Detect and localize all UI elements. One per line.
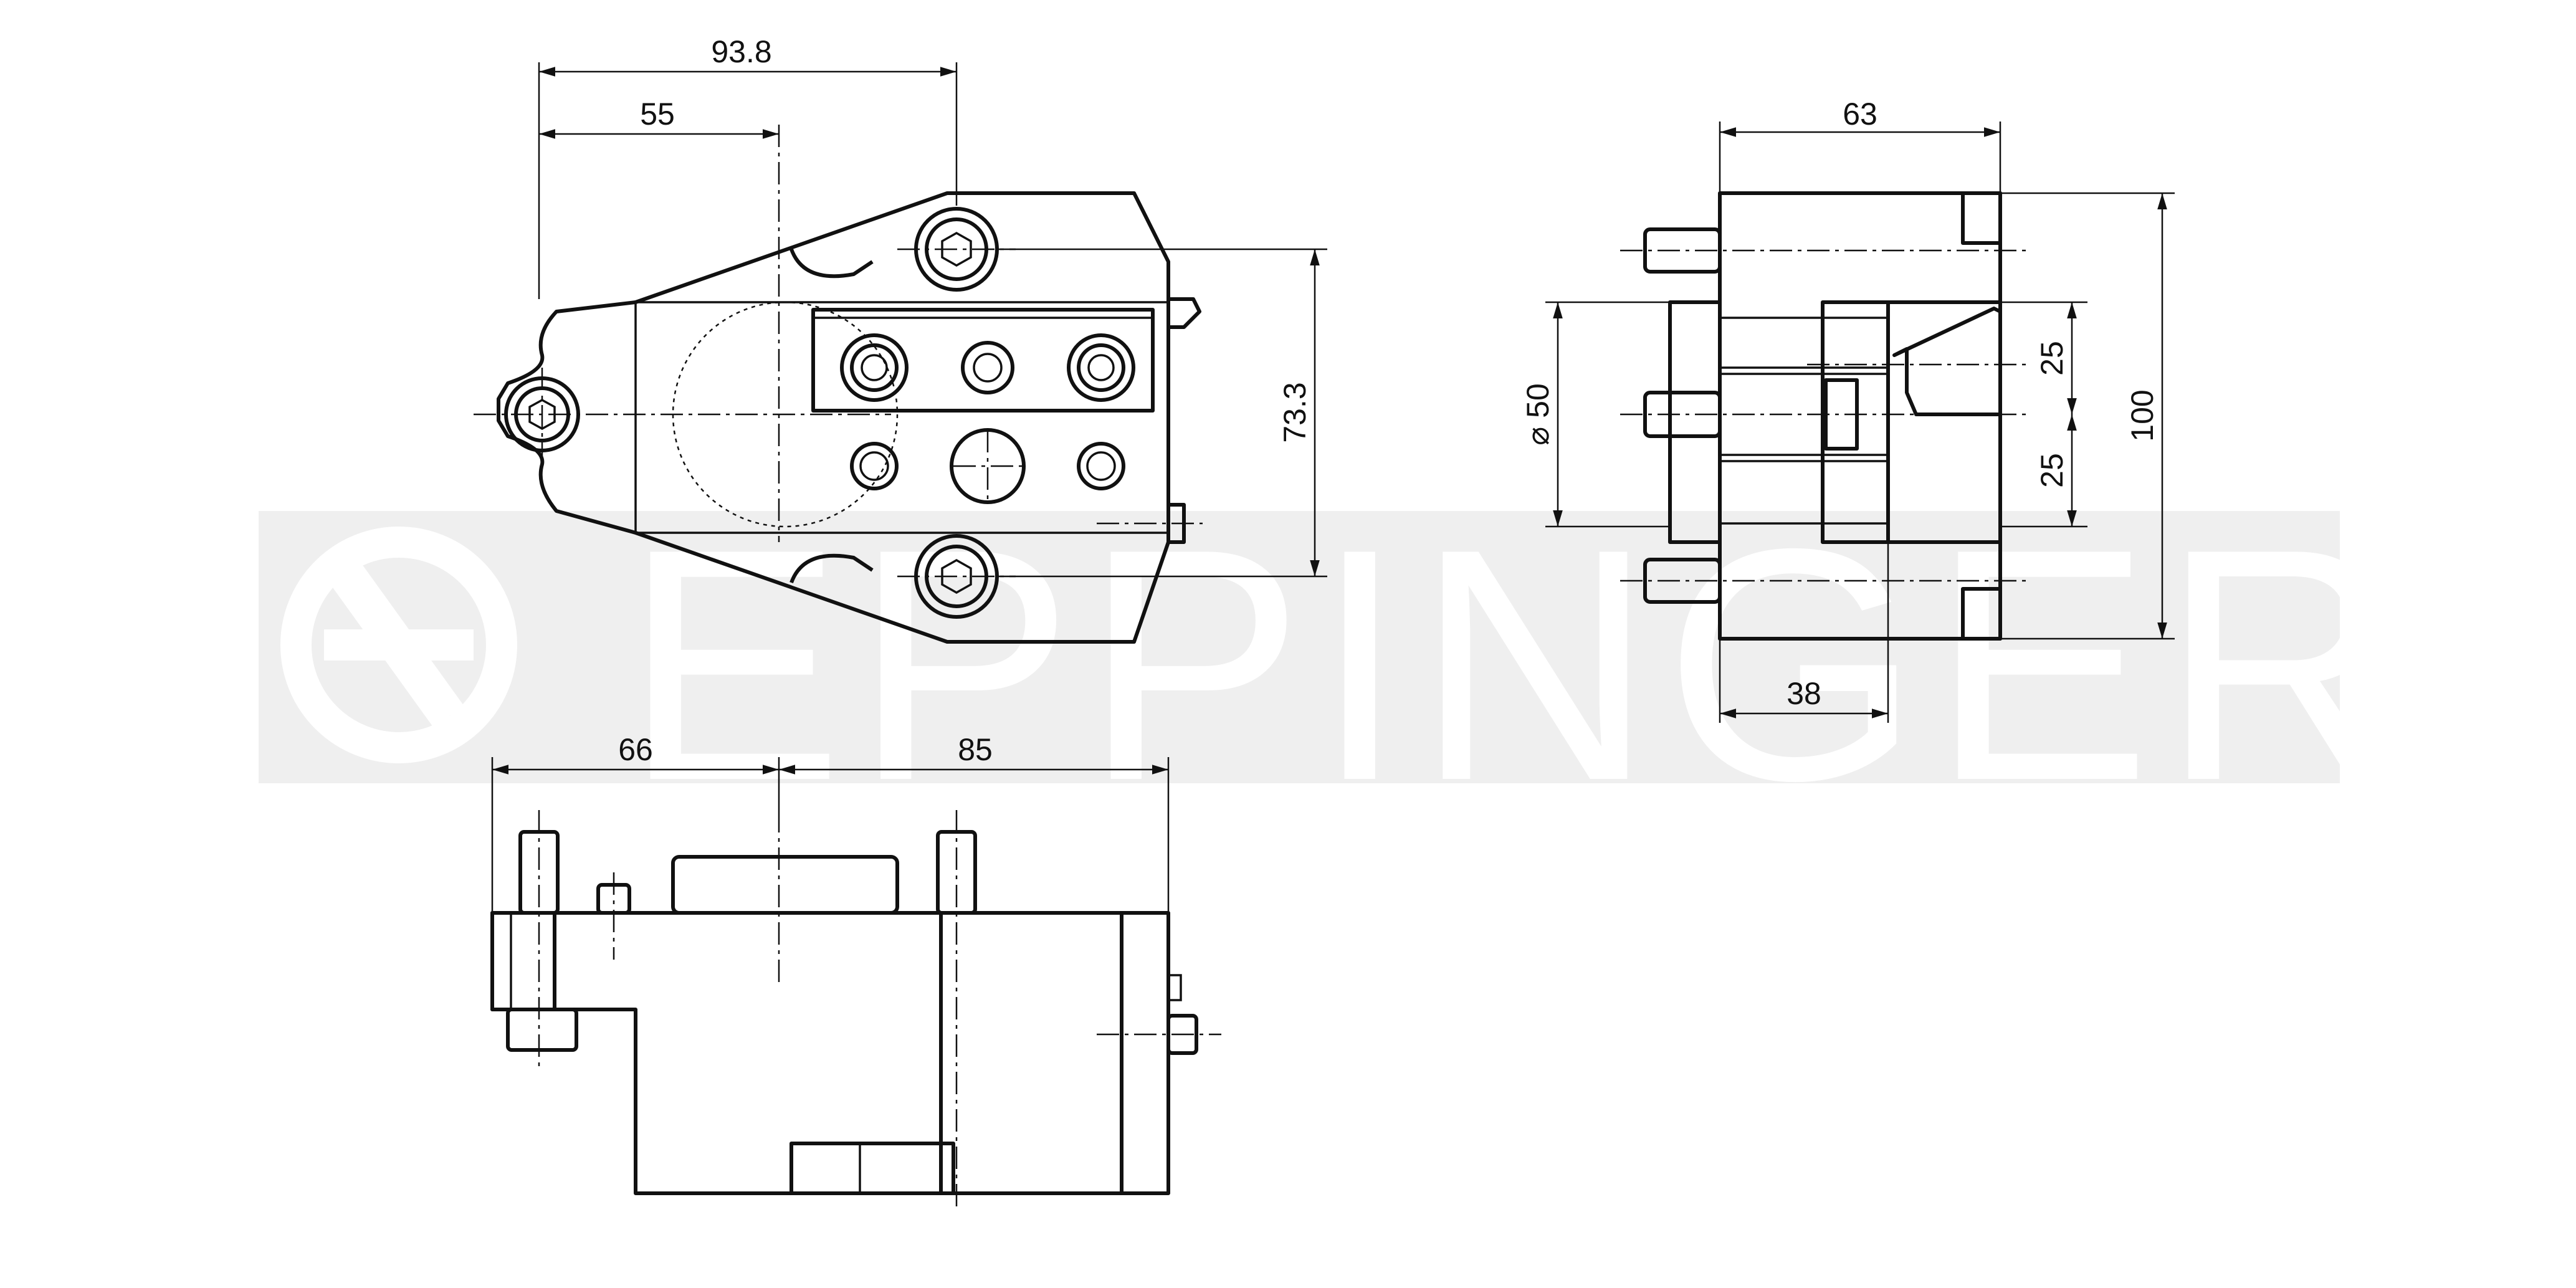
dim-side-offset-upper: 25 [2035, 341, 2069, 376]
watermark-text: EPPINGER [623, 480, 2410, 849]
hidden-cutter-outline [672, 301, 899, 528]
dim-side-height: 100 [2125, 389, 2160, 441]
bar-screw-3-icon [1067, 333, 1135, 402]
plate-screw-right-icon [1077, 442, 1125, 490]
pin-lower [1643, 558, 1722, 604]
front-body-outline [490, 911, 1170, 1195]
dim-front-right: 85 [958, 732, 993, 767]
dim-front-left: 66 [618, 732, 653, 767]
dim-side-width: 63 [1843, 97, 1877, 131]
clamping-bar-profile [671, 855, 899, 915]
dim-side-offset-lower: 25 [2035, 453, 2069, 488]
clamping-bar [811, 308, 1155, 413]
dim-side-depth: 38 [1787, 676, 1821, 711]
dim-side-diameter: ⌀ 50 [1520, 383, 1555, 446]
dim-top-height: 73.3 [1277, 382, 1312, 442]
plate-screw-left-icon [850, 442, 899, 490]
front-view: 66 85 [490, 732, 1221, 1209]
eppinger-logo-icon [280, 527, 517, 763]
side-view: 63 ⌀ 50 25 25 100 38 [1520, 97, 2175, 723]
dim-top-width-overall: 93.8 [711, 34, 771, 69]
bar-screw-1-icon [840, 333, 909, 402]
shank-plate [634, 301, 1170, 534]
top-view: 93.8 55 73.3 [474, 34, 1327, 644]
watermark: EPPINGER [259, 480, 2410, 849]
pin-upper [1643, 227, 1722, 274]
dim-top-width-axis: 55 [640, 97, 675, 131]
bar-screw-2-icon [961, 341, 1014, 394]
